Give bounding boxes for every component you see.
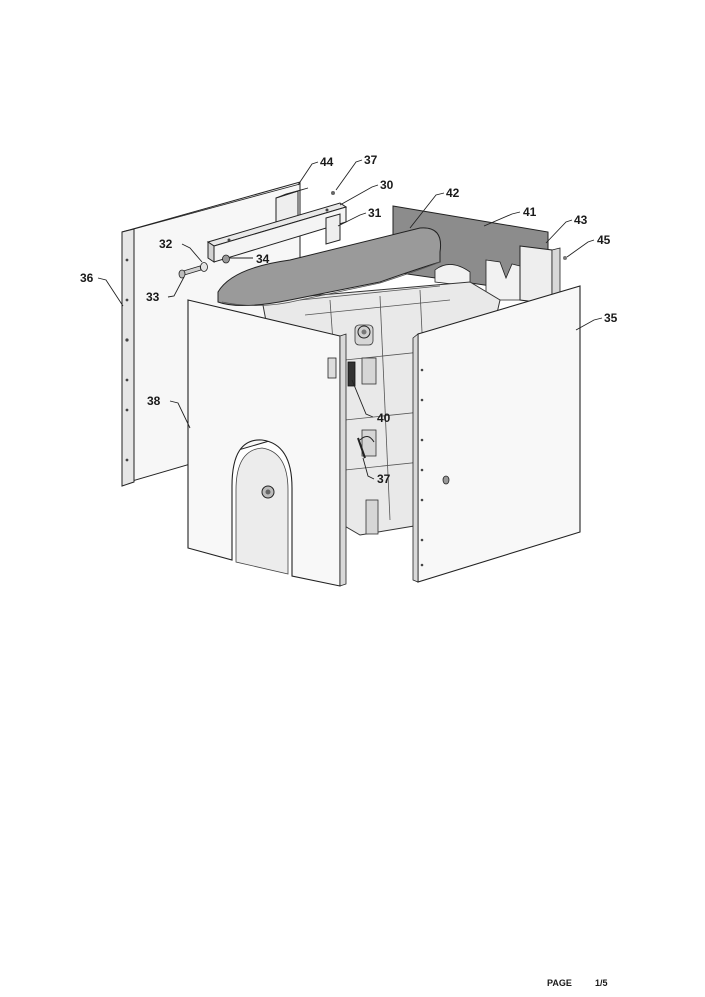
- callout-44: 44: [320, 155, 334, 169]
- callout-45: 45: [597, 233, 611, 247]
- sight-glass: [347, 361, 356, 387]
- pin-upper: [331, 191, 335, 195]
- page-number: 1/5: [595, 978, 608, 988]
- callout-38: 38: [147, 394, 161, 408]
- side-bracket: [325, 213, 341, 245]
- right-bracket: [519, 245, 561, 305]
- pin-right: [563, 256, 567, 260]
- callout-36: 36: [80, 271, 94, 285]
- top-insulation: [217, 227, 442, 307]
- callout-35: 35: [604, 311, 618, 325]
- callout-30: 30: [380, 178, 394, 192]
- callout-40: 40: [377, 411, 391, 425]
- leader-lines: [97, 159, 603, 480]
- callout-31: 31: [368, 206, 382, 220]
- callout-34: 34: [256, 252, 270, 266]
- callout-33: 33: [146, 290, 160, 304]
- bolt-assembly: [178, 254, 230, 279]
- callout-41: 41: [523, 205, 537, 219]
- callout-37-top: 37: [364, 153, 378, 167]
- callout-42: 42: [446, 186, 460, 200]
- page-label: PAGE: [547, 978, 572, 988]
- callout-43: 43: [574, 213, 588, 227]
- pin-lower: [357, 437, 366, 459]
- rear-insulation-panel: [392, 205, 549, 301]
- front-panel: [187, 299, 347, 587]
- callout-37-lower: 37: [377, 472, 391, 486]
- callout-32: 32: [159, 237, 173, 251]
- right-side-panel: [412, 285, 581, 583]
